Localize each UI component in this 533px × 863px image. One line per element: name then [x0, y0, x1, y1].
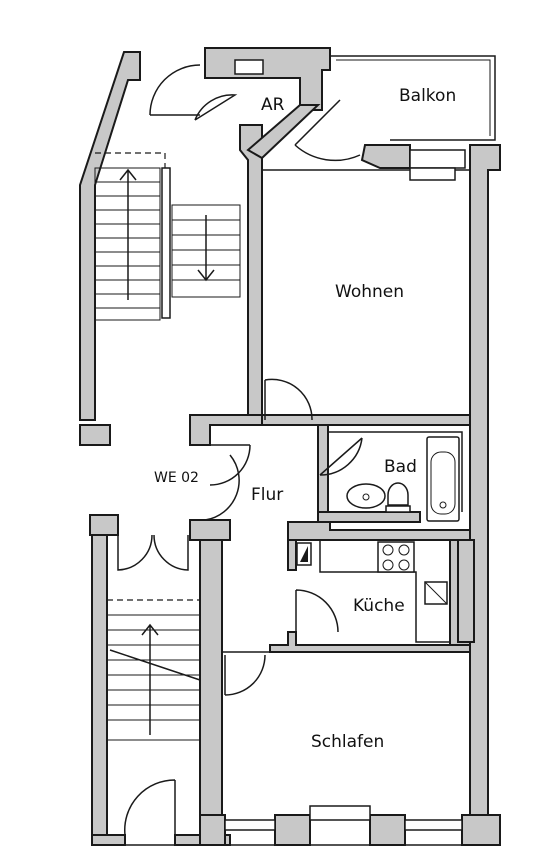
- door-double-left: [117, 534, 153, 571]
- window-balcony-sill: [409, 167, 456, 181]
- wall-balcony-bottom: [360, 144, 411, 169]
- wall-kueche-top: [287, 521, 471, 541]
- stair-upper: [94, 152, 241, 321]
- stair-upper-dashed: [95, 152, 166, 168]
- wall-stair-left-lower: [91, 514, 108, 846]
- wall-balcony-right: [469, 144, 501, 846]
- toilet-tank: [385, 505, 411, 513]
- window-top: [234, 59, 264, 75]
- room-labels: AR Balkon Wohnen Bad Flur WE 02 Küche Sc…: [154, 86, 456, 752]
- burner-2: [398, 544, 410, 556]
- wall-bottom-bedroom-1: [274, 814, 311, 846]
- wall-bad-bottom: [317, 511, 421, 523]
- bathtub-drain: [439, 501, 447, 509]
- label-flur: Flur: [251, 485, 283, 505]
- wall-bedroom-left-bottom: [199, 814, 226, 846]
- label-ar: AR: [261, 95, 285, 115]
- stair-upper-arrow-down: [197, 215, 215, 282]
- burner-1: [382, 544, 394, 556]
- stair-upper-run-left: [94, 167, 161, 321]
- label-schlafen: Schlafen: [311, 732, 384, 752]
- label-wohnen: Wohnen: [335, 282, 404, 302]
- label-kueche: Küche: [353, 596, 405, 616]
- wall-stair-left-upper: [79, 51, 141, 421]
- door-bottom-entry: [124, 779, 176, 836]
- stair-upper-run-right: [171, 204, 241, 298]
- wall-stair-lower-top: [89, 514, 119, 536]
- wall-kueche-left: [287, 539, 297, 571]
- wall-stair-right-upper: [239, 124, 263, 416]
- door-bad: [319, 437, 363, 476]
- window-bottom-3: [404, 819, 463, 831]
- door-entry-top: [149, 64, 201, 116]
- label-we02: WE 02: [154, 470, 199, 486]
- stair-upper-arrow-up: [119, 168, 137, 300]
- label-bad: Bad: [384, 457, 417, 477]
- interior-lines: [107, 55, 496, 846]
- stair-lower: [106, 599, 201, 741]
- wall-bottom-bedroom-2: [369, 814, 406, 846]
- door-schlafen: [224, 654, 266, 696]
- doors: [117, 64, 363, 836]
- stair-lower-run: [106, 614, 201, 741]
- bathtub: [426, 436, 460, 522]
- window-bottom-1: [224, 819, 276, 831]
- fixtures: [296, 436, 460, 605]
- door-flur-wc: [204, 454, 240, 521]
- wall-shaft: [457, 539, 475, 643]
- wall-wohnen-bottom: [261, 414, 471, 426]
- wall-bottom: [91, 834, 126, 846]
- stair-lower-arrow: [141, 623, 159, 735]
- bad-inner: [328, 431, 463, 512]
- door-wohnen: [264, 378, 313, 421]
- bathtub-inner: [430, 451, 456, 515]
- stair-lower-cut: [109, 649, 201, 681]
- window-bottom-2: [309, 805, 371, 821]
- label-balkon: Balkon: [399, 86, 456, 106]
- door-kueche: [295, 589, 339, 633]
- balcony-outline: [330, 55, 496, 141]
- door-ar: [194, 94, 238, 121]
- wall-stair-right-lower: [189, 414, 263, 446]
- wall-stair-left-stub: [79, 424, 111, 446]
- wall-flur-left: [199, 519, 223, 846]
- burner-4: [398, 559, 410, 571]
- stair-upper-stringer: [161, 167, 171, 319]
- door-balcony: [294, 99, 361, 162]
- door-double-right: [153, 534, 189, 571]
- balcony-rail: [336, 59, 491, 136]
- burner-3: [382, 559, 394, 571]
- door-we02: [209, 444, 251, 486]
- flue-mark: [300, 546, 308, 562]
- wall-bottom-bedroom-3: [461, 814, 501, 846]
- wall-ar-angled: [246, 104, 321, 160]
- wall-flur-top-stub: [189, 519, 231, 541]
- sink-drain: [362, 493, 370, 501]
- window-balcony: [409, 149, 466, 169]
- toilet: [387, 482, 409, 506]
- kueche-inner: [319, 539, 451, 643]
- sink: [346, 483, 386, 509]
